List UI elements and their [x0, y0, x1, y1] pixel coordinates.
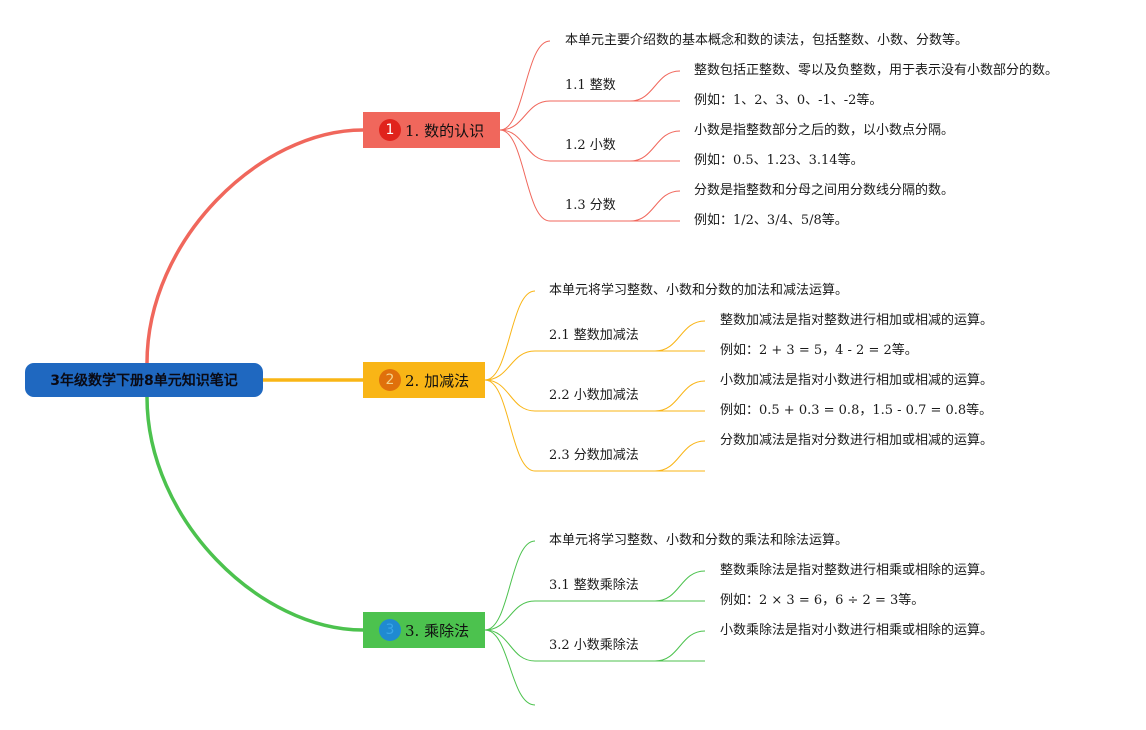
link-3-2 [484, 629, 536, 662]
link-3-2-a [654, 630, 706, 662]
subtopic-1-2[interactable]: 1.2 小数 [565, 138, 616, 153]
link-1-1 [499, 100, 551, 131]
subtopic-3-2[interactable]: 3.2 小数乘除法 [549, 638, 639, 653]
topic-node-1[interactable]: 1 1. 数的认识 [363, 112, 500, 148]
topic-intro-2: 本单元将学习整数、小数和分数的加法和减法运算。 [549, 283, 849, 298]
subtopic-2-3[interactable]: 2.3 分数加减法 [549, 448, 639, 463]
number-badge-2: 2 [379, 369, 401, 391]
leaf-3-2-a: 小数乘除法是指对小数进行相乘或相除的运算。 [720, 623, 994, 638]
branch-line-1 [145, 128, 364, 364]
leaf-2-2-a: 小数加减法是指对小数进行相加或相减的运算。 [720, 373, 994, 388]
leaf-2-2-b: 例如：0.5 + 0.3 = 0.8，1.5 - 0.7 = 0.8等。 [720, 403, 993, 418]
number-badge-3: 3 [379, 619, 401, 641]
topic-node-3[interactable]: 3 3. 乘除法 [363, 612, 485, 648]
link-2-3 [484, 379, 536, 472]
topic-intro-3: 本单元将学习整数、小数和分数的乘法和除法运算。 [549, 533, 849, 548]
root-node[interactable]: 3年级数学下册8单元知识笔记 [25, 363, 263, 397]
link-1-intro [499, 40, 551, 131]
topic-node-2[interactable]: 2 2. 加减法 [363, 362, 485, 398]
link-3-intro [484, 540, 536, 631]
subtopic-1-3[interactable]: 1.3 分数 [565, 198, 616, 213]
subtopic-2-1[interactable]: 2.1 整数加减法 [549, 328, 639, 343]
leaf-1-2-b: 例如：0.5、1.23、3.14等。 [694, 153, 864, 168]
leaf-1-1-a: 整数包括正整数、零以及负整数，用于表示没有小数部分的数。 [694, 63, 1059, 78]
topic-title: 2. 加减法 [405, 371, 470, 390]
subtopic-3-1[interactable]: 3.1 整数乘除法 [549, 578, 639, 593]
link-2-1-a [654, 320, 706, 352]
root-title: 3年级数学下册8单元知识笔记 [50, 373, 238, 389]
number-badge-1: 1 [379, 119, 401, 141]
leaf-2-1-b: 例如：2 + 3 = 5，4 - 2 = 2等。 [720, 343, 918, 358]
leaf-3-1-b: 例如：2 × 3 = 6，6 ÷ 2 = 3等。 [720, 593, 925, 608]
link-1-3-a [629, 190, 681, 222]
leaf-2-1-a: 整数加减法是指对整数进行相加或相减的运算。 [720, 313, 994, 328]
link-2-2-a [654, 380, 706, 412]
link-2-2 [484, 379, 536, 412]
topic-intro-1: 本单元主要介绍数的基本概念和数的读法，包括整数、小数、分数等。 [565, 33, 969, 48]
subtopic-1-1[interactable]: 1.1 整数 [565, 78, 616, 93]
topic-title: 1. 数的认识 [405, 121, 485, 140]
leaf-2-3-a: 分数加减法是指对分数进行相加或相减的运算。 [720, 433, 994, 448]
link-3-1-a [654, 570, 706, 602]
leaf-1-2-a: 小数是指整数部分之后的数，以小数点分隔。 [694, 123, 955, 138]
leaf-1-3-a: 分数是指整数和分母之间用分数线分隔的数。 [694, 183, 955, 198]
link-3-3 [484, 629, 536, 706]
link-2-1 [484, 350, 536, 381]
branch-line-3 [145, 396, 364, 632]
leaf-1-3-b: 例如：1/2、3/4、5/8等。 [694, 213, 848, 228]
subtopic-2-2[interactable]: 2.2 小数加减法 [549, 388, 639, 403]
link-2-intro [484, 290, 536, 381]
link-3-1 [484, 600, 536, 631]
link-1-3 [499, 129, 551, 222]
leaf-3-1-a: 整数乘除法是指对整数进行相乘或相除的运算。 [720, 563, 994, 578]
link-1-2 [499, 129, 551, 162]
link-2-3-a [654, 440, 706, 472]
leaf-1-1-b: 例如：1、2、3、0、-1、-2等。 [694, 93, 883, 108]
topic-title: 3. 乘除法 [405, 621, 470, 640]
link-1-1-a [629, 70, 681, 102]
link-1-2-a [629, 130, 681, 162]
